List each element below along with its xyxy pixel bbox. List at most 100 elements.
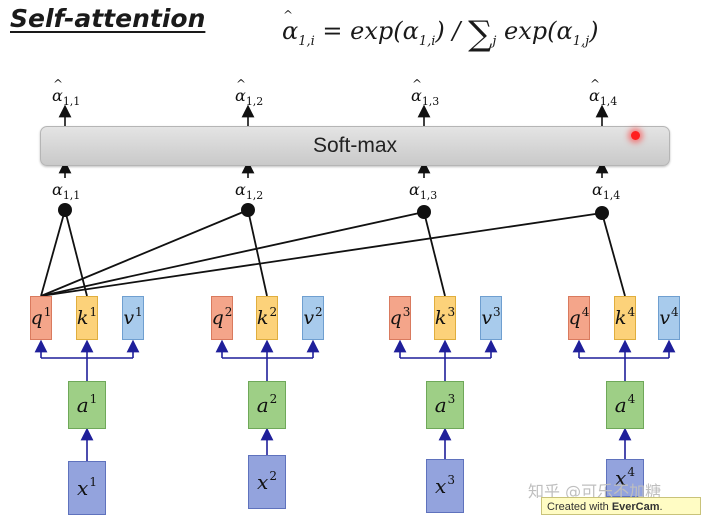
alpha-symbol: α (52, 180, 63, 199)
alpha-hat-sub: 1,4 (599, 95, 618, 109)
key-superscript: 2 (269, 305, 278, 319)
softmax-formula: α1,i = exp(α1,i) / ∑j exp(α1,j) (282, 8, 599, 54)
input-a-superscript: 1 (89, 392, 98, 406)
input-a-superscript: 2 (269, 392, 278, 406)
alpha-hat-1-3: α1,3 (411, 77, 440, 109)
value-superscript: 4 (671, 305, 679, 319)
evercam-prefix: Created with (547, 501, 612, 513)
alpha-sub: 1,1 (62, 189, 81, 203)
key-letter: k (256, 307, 269, 329)
softmax-label: Soft-max (312, 134, 398, 157)
value-superscript: 2 (315, 305, 323, 319)
query-superscript: 3 (402, 305, 411, 319)
key-superscript: 1 (89, 305, 98, 319)
projection-arrows (34, 339, 676, 461)
formula-close: ) (589, 17, 599, 45)
value-letter: v (303, 307, 315, 329)
alpha-sub: 1,3 (419, 189, 438, 203)
alpha-1-4: α1,4 (592, 180, 620, 202)
input-a-letter: a (614, 393, 627, 417)
formula-sum-sub: j (492, 33, 497, 49)
key-letter: k (434, 307, 447, 329)
evercam-brand: EverCam (611, 501, 660, 513)
key-letter: k (614, 307, 627, 329)
key-letter: k (76, 307, 89, 329)
key-superscript: 3 (447, 305, 456, 319)
alpha-1-3: α1,3 (409, 180, 437, 202)
alpha-sub: 1,4 (602, 189, 621, 203)
query-letter: q (211, 307, 224, 329)
evercam-badge: Created with EverCam. (541, 497, 701, 515)
query-superscript: 2 (224, 305, 233, 319)
formula-sum-symbol: ∑ (468, 14, 493, 54)
query-letter: q (30, 307, 43, 329)
input-x-superscript: 3 (447, 473, 455, 487)
alpha-hat-1-4: α1,4 (589, 77, 618, 109)
dot-product-nodes (58, 203, 609, 220)
formula-lhs-sub: 1,i (298, 33, 315, 49)
key-superscript: 4 (627, 305, 636, 319)
input-a-superscript: 3 (447, 392, 456, 406)
query-letter: q (389, 307, 402, 329)
formula-alpha-hat: α (282, 8, 298, 45)
alpha-hat-symbol: α (411, 77, 422, 105)
alpha-1-2: α1,2 (235, 180, 263, 202)
alpha-hat-1-2: α1,2 (235, 77, 264, 109)
formula-equals: = exp(α (314, 17, 419, 45)
formula-mid: ) / (435, 17, 469, 45)
input-x-letter: x (435, 474, 447, 498)
dot-product-lines (40, 209, 626, 297)
alpha-1-1: α1,1 (52, 180, 80, 202)
value-superscript: 1 (135, 305, 143, 319)
alpha-hat-sub: 1,2 (245, 95, 264, 109)
alpha-symbol: α (592, 180, 603, 199)
input-x-superscript: 1 (89, 475, 97, 489)
softmax-output-arrows (58, 104, 609, 126)
value-letter: v (481, 307, 493, 329)
slide-title: Self-attention (10, 4, 206, 33)
alpha-hat-symbol: α (589, 77, 600, 105)
value-letter: v (659, 307, 671, 329)
alpha-hat-sub: 1,3 (421, 95, 440, 109)
formula-den-sub: 1,j (572, 33, 590, 49)
input-a-superscript: 4 (627, 392, 636, 406)
input-a-letter: a (256, 393, 269, 417)
input-x-letter: x (615, 466, 627, 490)
formula-num-sub: 1,i (418, 33, 436, 49)
query-superscript: 4 (581, 305, 590, 319)
input-a-letter: a (434, 393, 447, 417)
alpha-hat-symbol: α (52, 77, 63, 105)
evercam-suffix: . (659, 501, 663, 513)
input-x-letter: x (257, 470, 269, 494)
alpha-hat-1-1: α1,1 (52, 77, 81, 109)
query-letter: q (568, 307, 581, 329)
alpha-symbol: α (409, 180, 420, 199)
input-x-letter: x (77, 476, 89, 500)
alpha-hat-symbol: α (235, 77, 246, 105)
alpha-hat-sub: 1,1 (62, 95, 81, 109)
laser-pointer-icon (631, 131, 640, 140)
input-x-superscript: 4 (627, 465, 635, 479)
softmax-input-arrows (58, 160, 609, 178)
input-a-letter: a (76, 393, 89, 417)
alpha-sub: 1,2 (245, 189, 264, 203)
zhihu-watermark: 知乎 @可乐不加糖 (528, 482, 662, 501)
query-superscript: 1 (43, 305, 52, 319)
